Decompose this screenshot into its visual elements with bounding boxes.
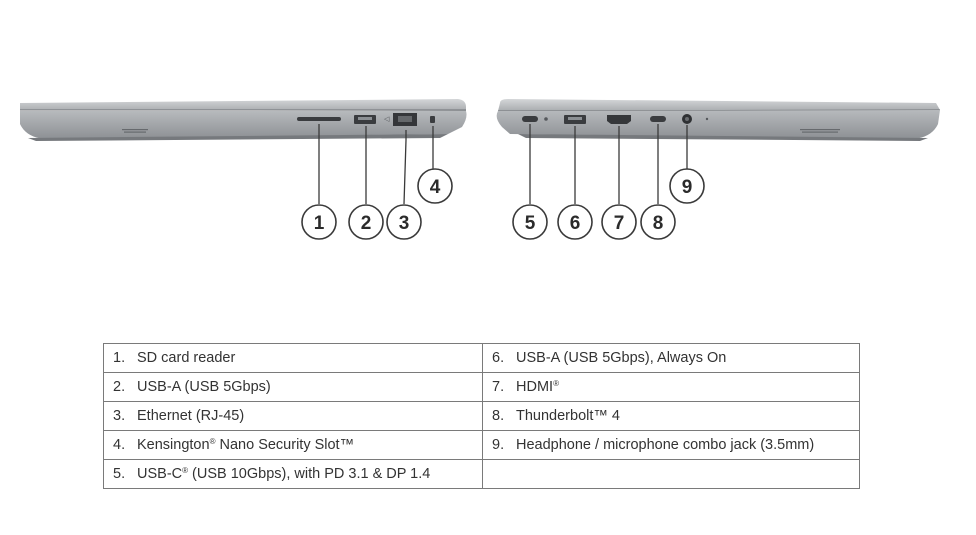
callout-9: 9 [669, 168, 705, 204]
callout-2: 2 [348, 204, 384, 240]
svg-text:1: 1 [314, 213, 325, 234]
laptop-left-side: ◁ [20, 99, 467, 141]
leader-lines [318, 124, 688, 205]
svg-text:4: 4 [430, 177, 441, 198]
laptop-right-side [496, 99, 941, 141]
table-cell: 1.SD card reader [103, 343, 483, 373]
svg-text:3: 3 [399, 213, 410, 234]
svg-text:6: 6 [570, 213, 581, 234]
svg-text:5: 5 [525, 213, 536, 234]
table-row: 5.USB-C® (USB 10Gbps), with PD 3.1 & DP … [103, 459, 860, 489]
hdmi-port [607, 115, 631, 124]
table-cell: 5.USB-C® (USB 10Gbps), with PD 3.1 & DP … [103, 459, 483, 489]
callout-1: 1 [301, 204, 337, 240]
table-cell: 2.USB-A (USB 5Gbps) [103, 372, 483, 402]
callout-4: 4 [417, 168, 453, 204]
callout-3: 3 [386, 204, 422, 240]
callout-5: 5 [512, 204, 548, 240]
table-row: 1.SD card reader 6.USB-A (USB 5Gbps), Al… [103, 343, 860, 373]
table-cell: 3.Ethernet (RJ-45) [103, 401, 483, 431]
table-cell: 8.Thunderbolt™ 4 [482, 401, 860, 431]
ports-legend-table: 1.SD card reader 6.USB-A (USB 5Gbps), Al… [103, 343, 860, 489]
table-cell [482, 459, 860, 489]
kensington-slot [430, 116, 435, 123]
table-cell: 4.Kensington® Nano Security Slot™ [103, 430, 483, 460]
thunderbolt-port [650, 116, 666, 122]
svg-text:◁: ◁ [384, 116, 390, 123]
table-cell: 7.HDMI® [482, 372, 860, 402]
sd-card-slot [297, 117, 341, 121]
svg-text:9: 9 [682, 177, 693, 198]
svg-text:8: 8 [653, 213, 664, 234]
callout-8: 8 [640, 204, 676, 240]
table-row: 4.Kensington® Nano Security Slot™ 9.Head… [103, 430, 860, 460]
svg-text:2: 2 [361, 213, 372, 234]
usb-c-port [522, 116, 538, 122]
table-row: 2.USB-A (USB 5Gbps) 7.HDMI® [103, 372, 860, 402]
callout-7: 7 [601, 204, 637, 240]
table-row: 3.Ethernet (RJ-45) 8.Thunderbolt™ 4 [103, 401, 860, 431]
svg-text:7: 7 [614, 213, 625, 234]
table-cell: 6.USB-A (USB 5Gbps), Always On [482, 343, 860, 373]
laptop-side-views: ◁ [20, 99, 941, 240]
table-cell: 9.Headphone / microphone combo jack (3.5… [482, 430, 860, 460]
callout-6: 6 [557, 204, 593, 240]
